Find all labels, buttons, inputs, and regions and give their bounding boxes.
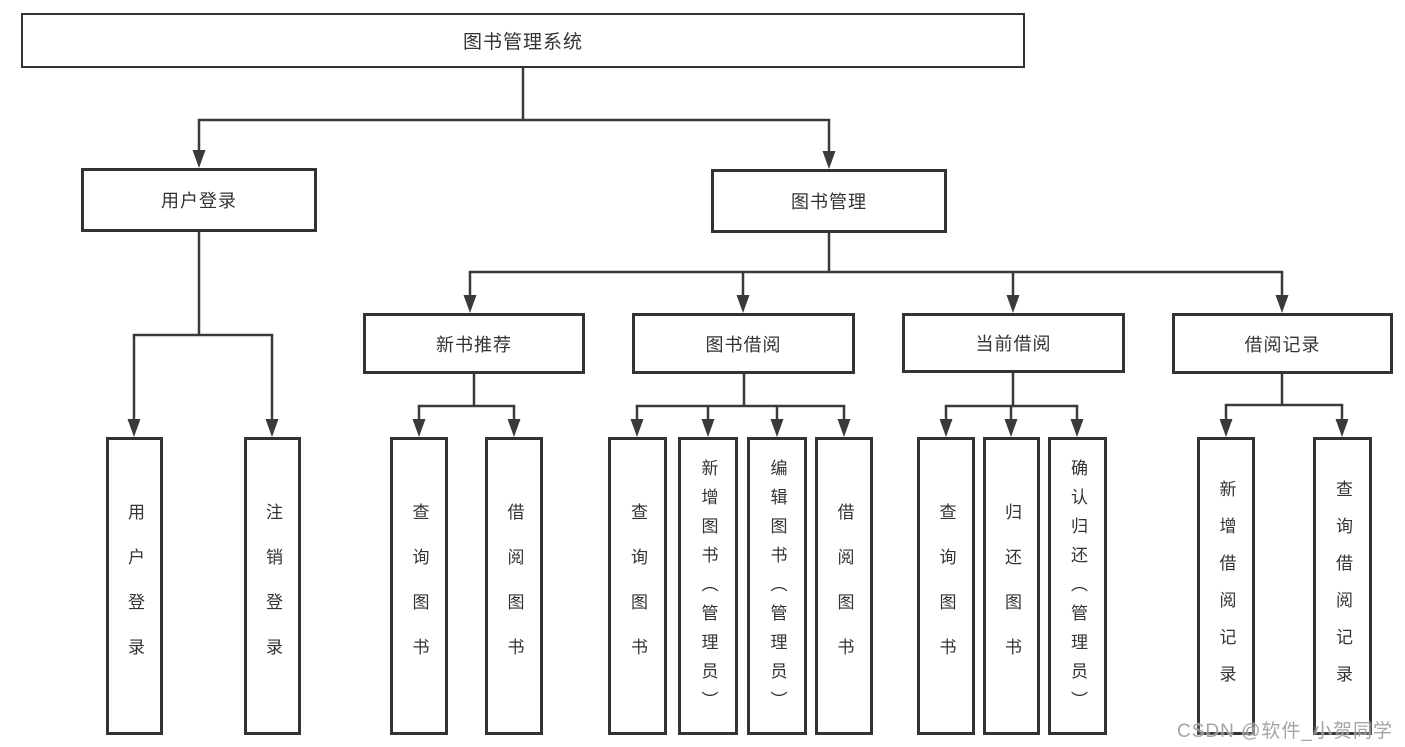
node-book-borrow: 图书借阅 [632,313,855,374]
leaf-bb-query-books-label: 查询图书 [628,503,647,683]
node-borrow-records: 借阅记录 [1172,313,1393,374]
leaf-nbr-query-books-label: 查询图书 [409,503,429,683]
connector-book-management [463,231,1289,313]
leaf-cb-confirm-return-admin: 确认归还（管理员） [1048,437,1107,735]
connector-book-borrow [630,372,851,437]
leaf-nbr-query-books: 查询图书 [390,437,448,735]
connector-root [192,66,836,169]
leaf-br-query-record: 查询借阅记录 [1313,437,1372,735]
leaf-br-add-record-label: 新增借阅记录 [1216,480,1236,702]
leaf-cb-return-books-label: 归还图书 [1002,503,1021,683]
leaf-br-query-record-label: 查询借阅记录 [1333,480,1352,702]
leaf-user-login-label: 用户登录 [125,503,144,683]
leaf-nbr-borrow-books: 借阅图书 [485,437,543,735]
node-book-management-label: 图书管理 [791,192,867,212]
leaf-bb-edit-books-admin-label: 编辑图书（管理员） [767,458,787,720]
node-user-login-label: 用户登录 [161,191,237,211]
node-user-login: 用户登录 [81,168,317,232]
leaf-br-add-record: 新增借阅记录 [1197,437,1255,735]
leaf-nbr-borrow-books-label: 借阅图书 [504,503,524,683]
connector-borrow-records [1219,372,1349,437]
connector-current-borrow [939,371,1084,437]
leaf-cb-query-books-label: 查询图书 [936,503,956,683]
node-new-book-recommend-label: 新书推荐 [436,334,512,355]
node-library-management-system: 图书管理系统 [21,13,1025,68]
leaf-bb-borrow-books-label: 借阅图书 [834,503,854,683]
node-library-management-system-label: 图书管理系统 [462,32,583,53]
watermark: CSDN @软件_小贺同学 [1177,721,1393,742]
leaf-bb-edit-books-admin: 编辑图书（管理员） [747,437,807,735]
leaf-cb-confirm-return-admin-label: 确认归还（管理员） [1068,458,1087,720]
connector-user-login [127,230,279,437]
leaf-bb-borrow-books: 借阅图书 [815,437,873,735]
leaf-cb-query-books: 查询图书 [917,437,975,735]
node-borrow-records-label: 借阅记录 [1244,334,1321,355]
leaf-bb-add-books-admin-label: 新增图书（管理员） [698,458,718,720]
leaf-user-login: 用户登录 [106,437,163,735]
connector-new-book-recommend [412,372,521,437]
node-book-borrow-label: 图书借阅 [705,334,782,355]
leaf-bb-add-books-admin: 新增图书（管理员） [678,437,738,735]
leaf-cb-return-books: 归还图书 [983,437,1040,735]
leaf-bb-query-books: 查询图书 [608,437,667,735]
node-current-borrow: 当前借阅 [902,313,1125,373]
node-current-borrow-label: 当前借阅 [975,334,1052,354]
node-new-book-recommend: 新书推荐 [363,313,585,374]
node-book-management: 图书管理 [711,169,947,233]
leaf-logout: 注销登录 [244,437,301,735]
leaf-logout-label: 注销登录 [263,503,282,683]
